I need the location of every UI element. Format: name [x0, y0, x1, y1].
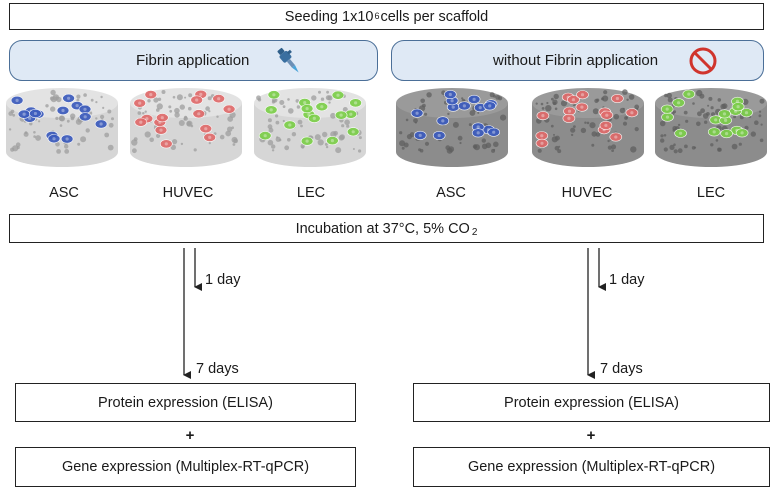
scaffold-label-asc-nofibrin: ASC: [436, 185, 466, 201]
protein-expression-box-right: Protein expression (ELISA): [413, 383, 770, 422]
scaffold-label-lec-nofibrin: LEC: [696, 185, 726, 201]
seeding-text-post: cells per scaffold: [380, 8, 489, 25]
scaffold-lec-fibrin: [254, 88, 366, 167]
scaffold-asc-fibrin: [6, 88, 118, 167]
scaffold-lec-nofibrin: [655, 88, 767, 167]
prohibited-icon: [689, 47, 717, 75]
without-fibrin-header: without Fibrin application: [391, 40, 764, 81]
timepoint-7days-left: 7 days: [196, 361, 239, 377]
scaffold-label-huvec-nofibrin: HUVEC: [561, 185, 613, 201]
seeding-exponent: 6: [374, 10, 380, 21]
scaffold-label-huvec: HUVEC: [162, 185, 214, 201]
seeding-text-pre: Seeding 1x10: [284, 8, 374, 25]
incubation-subscript: 2: [471, 227, 478, 238]
gene-expression-box-left: Gene expression (Multiplex-RT-qPCR): [15, 447, 356, 487]
timepoint-1day-left: 1 day: [205, 272, 241, 288]
fibrin-application-title: Fibrin application: [136, 52, 250, 69]
scaffold-asc-nofibrin: [396, 88, 508, 167]
gene-expression-box-right: Gene expression (Multiplex-RT-qPCR): [413, 447, 770, 487]
without-fibrin-title: without Fibrin application: [493, 52, 659, 69]
fibrin-application-header: Fibrin application: [9, 40, 378, 81]
pipette-icon: [277, 47, 299, 73]
scaffold-huvec-fibrin: [130, 88, 242, 167]
timepoint-1day-right: 1 day: [609, 272, 645, 288]
protein-expression-box-left: Protein expression (ELISA): [15, 383, 356, 422]
scaffold-huvec-nofibrin: [532, 88, 644, 167]
scaffold-label-lec: LEC: [296, 185, 326, 201]
timepoint-7days-right: 7 days: [600, 361, 643, 377]
plus-sign-left: +: [185, 427, 195, 444]
scaffold-label-asc: ASC: [49, 185, 79, 201]
plus-sign-right: +: [586, 427, 596, 444]
incubation-text: Incubation at 37°C, 5% CO: [295, 220, 470, 237]
